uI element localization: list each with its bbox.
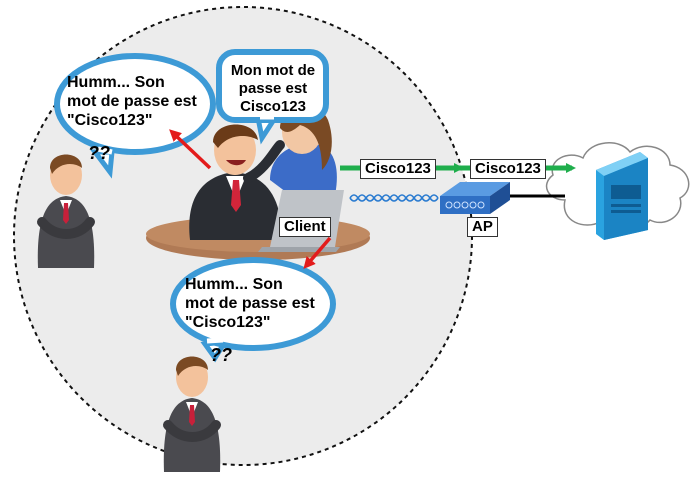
thinking-marks-bottom: ??	[210, 345, 232, 365]
bubble-center-line-2: passe est	[238, 80, 308, 97]
bubble-left-line-3: "Cisco123"	[67, 112, 153, 129]
bubble-center-text: Mon mot de passe est Cisco123	[224, 62, 322, 116]
speech-bubble-bottom	[170, 257, 336, 363]
bubble-center-line-3: Cisco123	[240, 98, 306, 115]
bubble-bottom-line-1: Humm... Son	[185, 276, 283, 293]
speech-bubble-left	[54, 53, 216, 179]
packet-label-1: Cisco123	[360, 159, 436, 179]
speech-bubble-center	[216, 49, 329, 145]
client-person-icon	[189, 124, 285, 240]
thinking-marks-left: ??	[88, 143, 110, 163]
eavesdrop-arrow-bottom	[303, 236, 332, 270]
bubble-bottom-line-3: "Cisco123"	[185, 314, 271, 331]
eavesdropper-left-icon	[37, 154, 95, 268]
bubble-bottom-text: Humm... Son mot de passe est "Cisco123"	[185, 275, 315, 332]
bubble-left-text: Humm... Son mot de passe est "Cisco123"	[67, 73, 197, 130]
access-point-icon	[440, 182, 510, 214]
eavesdropper-bottom-icon	[163, 356, 221, 472]
bubble-left-line-1: Humm... Son	[67, 74, 165, 91]
server-icon	[596, 152, 648, 240]
packet-label-2: Cisco123	[470, 159, 546, 179]
ap-label: AP	[467, 217, 498, 237]
client-label: Client	[279, 217, 331, 237]
bubble-bottom-line-2: mot de passe est	[185, 295, 315, 312]
eavesdrop-arrow-left	[169, 129, 212, 170]
bubble-left-line-2: mot de passe est	[67, 93, 197, 110]
wireless-signal	[349, 194, 439, 202]
bubble-center-line-1: Mon mot de	[230, 62, 316, 79]
